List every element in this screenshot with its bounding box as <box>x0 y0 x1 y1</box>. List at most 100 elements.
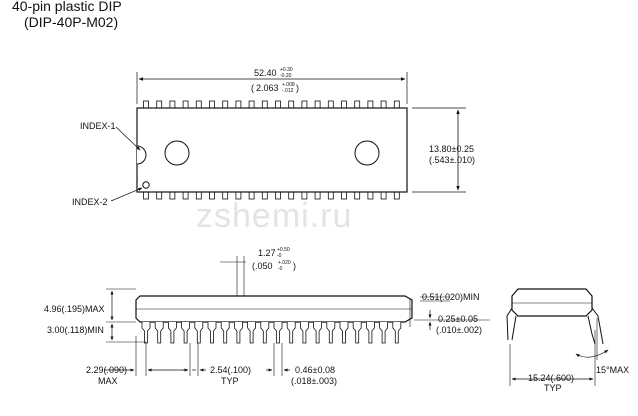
top-pin-stub <box>222 100 229 109</box>
side-lead <box>207 322 217 344</box>
side-lead <box>194 322 204 344</box>
bottom-pin-stub <box>248 191 255 200</box>
top-pin-stub <box>327 100 334 109</box>
bottom-pin-stub <box>301 191 308 200</box>
bottom-pin-stub <box>261 191 268 200</box>
pitch-in-tol-upper: +.020 <box>278 260 291 266</box>
length-paren-open: ( <box>251 83 254 93</box>
top-pin-stub <box>288 100 295 109</box>
length-value: 52.40 <box>254 68 277 78</box>
bottom-pin-stub <box>354 191 361 200</box>
ejector-mark-left <box>164 140 190 166</box>
bottom-pin-stub <box>380 191 387 200</box>
lead-thickness-in-label: (.010±.002) <box>436 325 482 335</box>
side-lead <box>260 322 270 344</box>
top-pin-stub <box>209 100 215 109</box>
side-lead <box>379 322 388 344</box>
length-tol-upper: +0.30 <box>280 67 293 73</box>
top-pin-stub <box>248 100 255 109</box>
lead-width-in-label: (.018±.003) <box>291 376 337 386</box>
length-in-tol-upper: +.008 <box>282 82 295 88</box>
row-spacing-label: 15.24(.600) <box>528 373 574 383</box>
package-body <box>136 107 408 193</box>
length-paren-close: ) <box>296 83 299 93</box>
bottom-pin-stub <box>182 191 189 200</box>
side-lead <box>352 322 362 344</box>
lead-pitch-note: TYP <box>221 376 239 386</box>
bottom-pin-stub <box>314 191 321 200</box>
bottom-pin-stub <box>367 191 374 200</box>
bottom-pin-stub <box>288 191 295 200</box>
bottom-pin-stub <box>275 191 281 200</box>
side-lead <box>168 322 177 344</box>
end-dimension-note: MAX <box>98 376 118 386</box>
pitch-tol-upper: +0.50 <box>277 247 290 253</box>
end-lead-right <box>587 307 604 345</box>
top-pin-stub <box>275 100 281 109</box>
top-pin-stub <box>314 100 321 109</box>
pitch-in-value: (.050 <box>252 261 273 271</box>
top-pin-stub <box>235 100 242 109</box>
index-1-label: INDEX-1 <box>80 121 116 131</box>
index-2-mark <box>142 181 150 189</box>
side-lead <box>273 322 283 344</box>
top-pin-stub <box>393 100 400 109</box>
lead-pitch-label: 2.54(.100) <box>210 365 251 375</box>
angle-arc <box>575 349 609 358</box>
bottom-pin-stub <box>169 191 176 200</box>
top-pin-stub <box>341 100 347 109</box>
side-body <box>135 295 413 323</box>
end-dimension-label: 2.29(.090) <box>86 365 127 375</box>
side-lead <box>392 322 402 344</box>
row-spacing-note: TYP <box>544 383 562 393</box>
drawing-title: 40-pin plastic DIP <box>12 0 122 14</box>
height-max-label: 4.96(.195)MAX <box>44 304 105 314</box>
bottom-pin-stub <box>209 191 215 200</box>
bottom-pin-stub <box>143 191 149 200</box>
side-leads <box>141 322 402 344</box>
top-pin-stub <box>182 100 189 109</box>
top-pin-stub <box>301 100 308 109</box>
side-lead <box>286 322 296 344</box>
top-pin-stub <box>261 100 268 109</box>
bottom-pin-stub <box>235 191 242 200</box>
watermark: zshemi.ru <box>196 197 352 235</box>
end-body <box>511 288 593 317</box>
lead-thickness-label: 0.25±0.05 <box>438 314 478 324</box>
drawing-subtitle: (DIP-40P-M02) <box>24 14 119 30</box>
side-lead <box>326 322 336 344</box>
side-lead <box>247 322 256 344</box>
length-tol-lower: -0.20 <box>280 73 292 79</box>
pitch-value: 1.27 <box>258 248 276 258</box>
bottom-pin-stub <box>222 191 229 200</box>
end-view <box>506 288 609 386</box>
side-lead <box>339 322 349 344</box>
seat-min-label: 3.00(.118)MIN <box>47 325 104 335</box>
ejector-mark-right <box>354 140 380 166</box>
pitch-in-close: ) <box>293 261 296 271</box>
top-pin-stub <box>143 100 149 109</box>
side-lead <box>366 322 375 344</box>
bottom-pin-stub <box>195 191 202 200</box>
top-view <box>110 72 466 202</box>
top-pins-upper <box>143 100 400 109</box>
length-in-value: 2.063 <box>256 83 279 93</box>
side-lead <box>313 322 322 344</box>
side-lead <box>220 322 230 344</box>
side-lead <box>300 322 309 344</box>
end-lead-left <box>506 307 517 341</box>
width-value: 13.80±0.25 <box>429 144 474 154</box>
standoff-min-label: 0.51(.020)MIN <box>422 292 480 302</box>
index-2-label: INDEX-2 <box>72 197 108 207</box>
pitch-in-tol-lower: -0 <box>278 266 283 272</box>
top-pin-stub <box>169 100 176 109</box>
length-in-tol-lower: -.012 <box>282 88 294 94</box>
side-lead <box>181 322 190 344</box>
bottom-pin-stub <box>393 191 400 200</box>
top-pin-stub <box>367 100 374 109</box>
lead-width-label: 0.46±0.08 <box>295 365 335 375</box>
bottom-pin-stub <box>341 191 347 200</box>
bottom-pin-stub <box>327 191 334 200</box>
side-lead <box>154 322 164 344</box>
